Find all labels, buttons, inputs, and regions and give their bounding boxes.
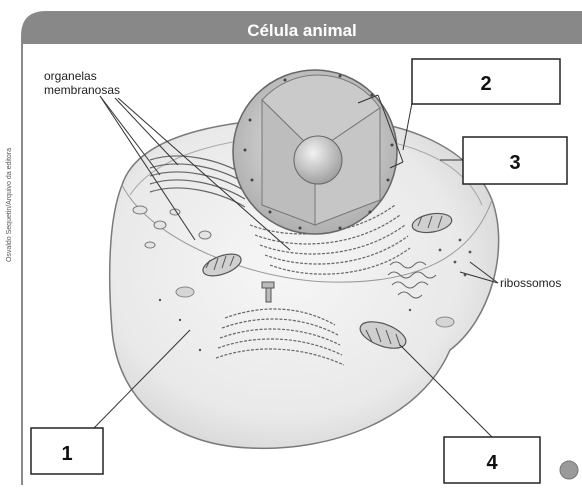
label-organelles-line2: membranosas xyxy=(44,83,120,97)
answer-box-2[interactable]: 2 xyxy=(412,59,560,104)
answer-box-4[interactable]: 4 xyxy=(444,437,540,483)
answer-box-1[interactable]: 1 xyxy=(31,428,103,474)
membrane-pit xyxy=(176,287,194,297)
membrane-pit xyxy=(436,317,454,327)
label-ribosomes: ribossomos xyxy=(500,276,561,290)
nucleus xyxy=(233,70,397,234)
box-2-number: 2 xyxy=(480,73,491,95)
diagram-title: Célula animal xyxy=(247,21,357,40)
box-1-number: 1 xyxy=(61,443,72,465)
answer-box-3[interactable]: 3 xyxy=(463,137,567,184)
image-credit: Osvaldo Sequetin/Arquivo da editora xyxy=(6,148,13,262)
box-3-number: 3 xyxy=(509,152,520,174)
corner-dot xyxy=(560,461,578,479)
box-4-number: 4 xyxy=(486,452,498,474)
label-organelles-line1: organelas xyxy=(44,69,97,83)
